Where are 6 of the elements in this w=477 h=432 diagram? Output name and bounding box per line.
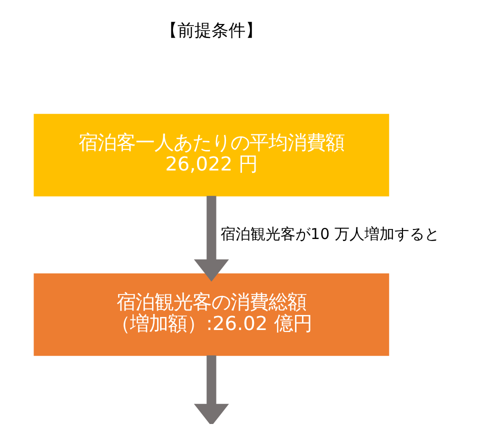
node-box: 宿泊客一人あたりの平均消費額 26,022 円: [33, 114, 389, 196]
arrow: [193, 196, 228, 282]
edge-label: 宿泊観光客が10 万人増加すると: [220, 224, 439, 243]
arrow: [193, 355, 228, 424]
label: 【前提条件】: [160, 21, 262, 42]
node-box: 宿泊観光客の消費総額 （増加額）:26.02 億円: [33, 273, 389, 356]
